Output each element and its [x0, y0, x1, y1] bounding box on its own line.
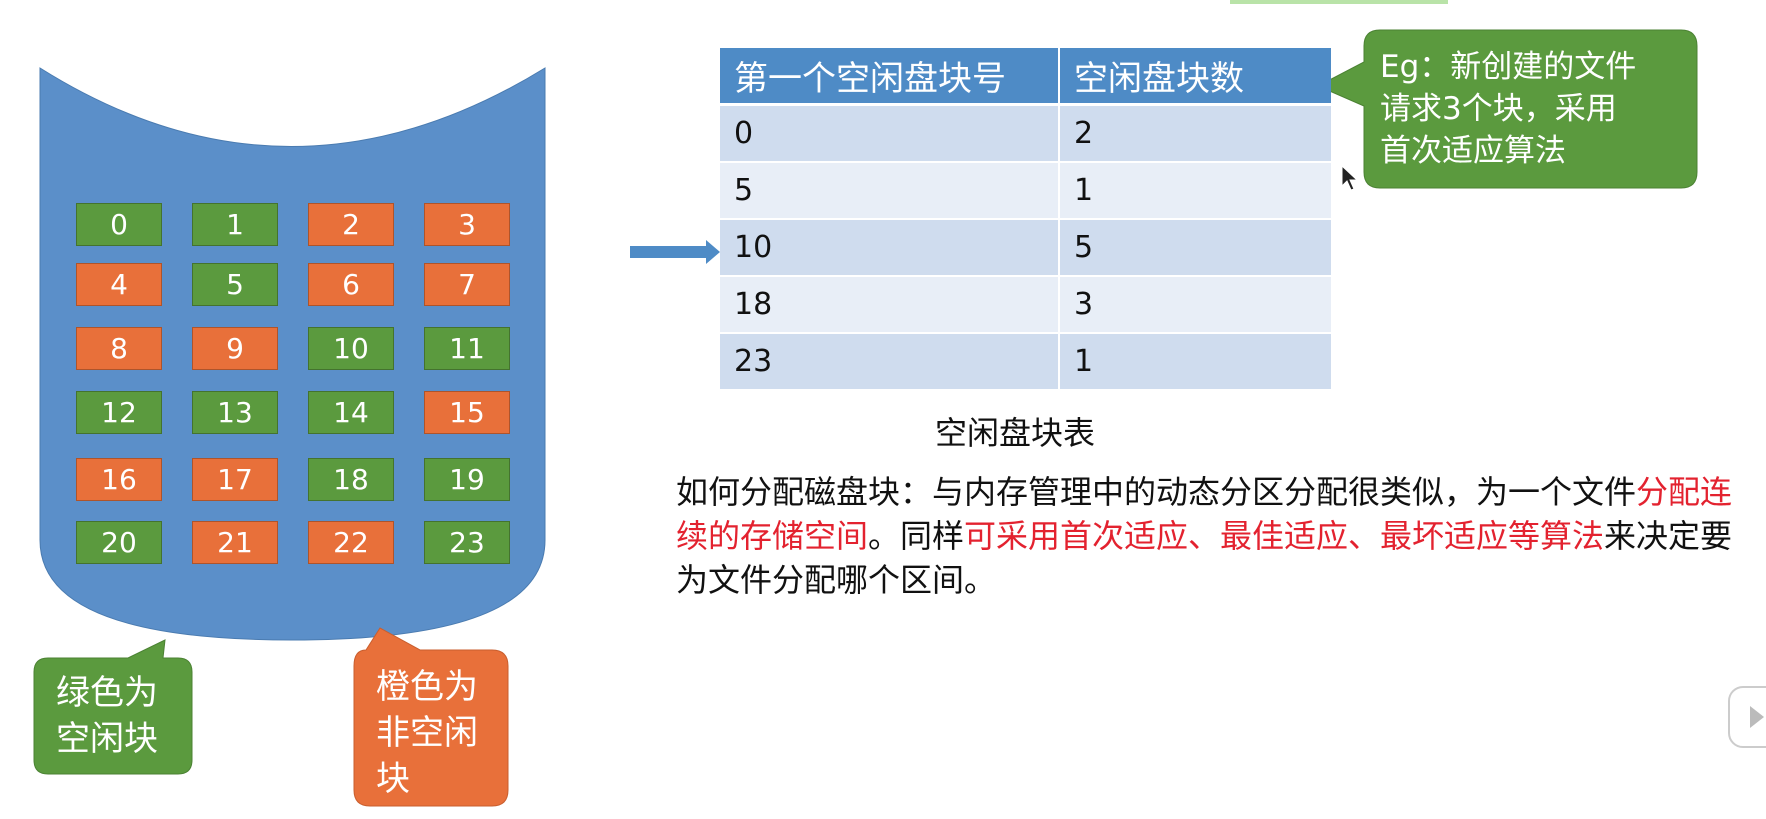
used-legend-text: 橙色为 非空闲 块: [376, 664, 478, 802]
disk-block-15: 15: [424, 391, 510, 434]
disk-block-16: 16: [76, 458, 162, 501]
table-row: 10 5: [720, 219, 1331, 277]
table-cell: 23: [720, 333, 1060, 391]
disk-block-19: 19: [424, 458, 510, 501]
disk-block-11: 11: [424, 327, 510, 370]
example-callout-bubble: [1316, 29, 1698, 189]
allocation-description: 如何分配磁盘块：与内存管理中的动态分区分配很类似，为一个文件分配连续的存储空间。…: [676, 470, 1756, 602]
used-legend-callout: [353, 627, 509, 807]
table-row: 18 3: [720, 276, 1331, 334]
play-icon[interactable]: [1728, 686, 1766, 748]
used-legend-line: 橙色为: [376, 667, 478, 707]
disk-block-22: 22: [308, 521, 394, 564]
table-header-row: 第一个空闲盘块号 空闲盘块数: [720, 48, 1331, 106]
free-legend-callout: [33, 639, 193, 775]
table-cell: 1: [1059, 333, 1331, 391]
used-legend-line: 块: [376, 759, 410, 799]
disk-block-6: 6: [308, 263, 394, 306]
disk-block-9: 9: [192, 327, 278, 370]
table-row: 5 1: [720, 162, 1331, 220]
description-highlight: 可采用首次适应、最佳适应、最坏适应等算法: [964, 517, 1605, 555]
table-caption: 空闲盘块表: [935, 414, 1096, 452]
mouse-cursor-icon: [1341, 164, 1359, 191]
disk-block-18: 18: [308, 458, 394, 501]
disk-block-13: 13: [192, 391, 278, 434]
free-legend-line: 空闲块: [56, 719, 158, 759]
disk-block-12: 12: [76, 391, 162, 434]
table-cell: 18: [720, 276, 1060, 334]
description-highlight: 分配连续的存储空间: [676, 473, 1733, 555]
disk-block-0: 0: [76, 203, 162, 246]
disk-block-3: 3: [424, 203, 510, 246]
disk-block-5: 5: [192, 263, 278, 306]
table-cell: 2: [1059, 104, 1331, 163]
free-legend-line: 绿色为: [56, 673, 158, 713]
example-callout-line: Eg：新创建的文件: [1380, 49, 1637, 85]
used-legend-line: 非空闲: [376, 713, 478, 753]
disk-block-2: 2: [308, 203, 394, 246]
table-row: 0 2: [720, 104, 1331, 163]
column-header-free-count: 空闲盘块数: [1059, 48, 1331, 106]
top-accent-bar: [1230, 0, 1448, 4]
table-cell: 5: [1059, 219, 1331, 277]
disk-block-8: 8: [76, 327, 162, 370]
table-cell: 10: [720, 219, 1060, 277]
description-text: 来决定要为文件分配哪个区间。: [676, 517, 1733, 599]
example-callout-text: Eg：新创建的文件 请求3个块，采用 首次适应算法: [1380, 46, 1636, 172]
disk-block-4: 4: [76, 263, 162, 306]
table-cell: 1: [1059, 162, 1331, 220]
free-legend-text: 绿色为 空闲块: [56, 670, 158, 762]
disk-block-21: 21: [192, 521, 278, 564]
pointer-arrow-icon: [630, 240, 720, 264]
disk-block-14: 14: [308, 391, 394, 434]
disk-block-20: 20: [76, 521, 162, 564]
description-text: 如何分配磁盘块：与内存管理中的动态分区分配很类似，为一个文件: [676, 473, 1637, 511]
table-cell: 3: [1059, 276, 1331, 334]
table-cell: 0: [720, 104, 1060, 163]
disk-cylinder: [39, 67, 546, 641]
example-callout-line: 首次适应算法: [1380, 133, 1566, 169]
disk-block-10: 10: [308, 327, 394, 370]
example-callout-line: 请求3个块，采用: [1380, 91, 1617, 127]
disk-block-7: 7: [424, 263, 510, 306]
disk-block-23: 23: [424, 521, 510, 564]
description-text: 。同样: [868, 517, 965, 555]
table-row: 23 1: [720, 333, 1331, 391]
free-block-table: 第一个空闲盘块号 空闲盘块数 0 2 5 1 10 5 18 3 23 1: [720, 48, 1331, 391]
disk-block-17: 17: [192, 458, 278, 501]
disk-block-1: 1: [192, 203, 278, 246]
table-cell: 5: [720, 162, 1060, 220]
column-header-first-free-block: 第一个空闲盘块号: [720, 48, 1060, 106]
